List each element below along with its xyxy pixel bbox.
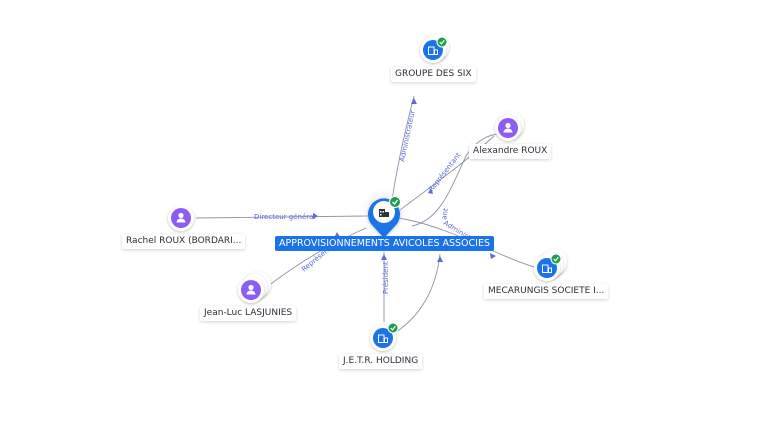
node-label-mecarungis[interactable]: MECARUNGIS SOCIETE I... <box>484 284 609 299</box>
center-node-label[interactable]: APPROVISIONNEMENTS AVICOLES ASSOCIES <box>275 236 495 251</box>
edge-arrow-jetr <box>381 254 387 260</box>
building-icon <box>378 334 388 343</box>
person-icon <box>176 212 186 223</box>
edge-rachel-roux <box>195 215 369 219</box>
edge-arrow-jetr-2 <box>437 256 443 262</box>
building-icon <box>542 264 552 273</box>
node-label-jetr-holding[interactable]: J.E.T.R. HOLDING <box>339 354 423 369</box>
edge-label-jetr: Président <box>382 261 390 294</box>
edge-alexandre-roux <box>399 135 495 211</box>
edge-arrow-rachel <box>313 213 318 219</box>
node-label-groupe-des-six[interactable]: GROUPE DES SIX <box>391 67 476 82</box>
verified-badge-icon <box>436 36 448 48</box>
edge-jetr-holding-2 <box>395 253 441 333</box>
person-icon <box>503 122 513 133</box>
node-groupe-des-six[interactable] <box>420 34 449 63</box>
node-jetr-holding[interactable] <box>370 322 399 351</box>
node-label-rachel-roux[interactable]: Rachel ROUX (BORDARI... <box>122 234 246 249</box>
edge-jean-luc <box>267 227 367 287</box>
node-jean-luc-lasjunies[interactable] <box>238 271 271 303</box>
building-icon <box>428 46 438 55</box>
center-node[interactable] <box>360 188 408 238</box>
edge-alexandre-roux-2 <box>411 133 501 227</box>
person-icon <box>246 284 256 295</box>
edge-label-alexandre: Représentant <box>427 151 462 193</box>
edge-arrow-mecarungis <box>490 253 496 259</box>
node-label-jean-luc-lasjunies[interactable]: Jean-Luc LASJUNIES <box>200 306 297 321</box>
edge-label-groupe: Administrateur <box>398 110 417 163</box>
node-label-alexandre-roux[interactable]: Alexandre ROUX <box>469 144 552 159</box>
node-mecarungis[interactable] <box>534 249 567 281</box>
verified-badge-icon <box>550 253 562 265</box>
building-icon <box>379 209 389 217</box>
verified-badge-icon <box>387 322 399 334</box>
edge-arrow-alexandre <box>428 188 433 194</box>
verified-badge-icon <box>389 196 401 208</box>
node-alexandre-roux[interactable] <box>495 112 524 141</box>
edge-label-rachel: Directeur général <box>254 213 315 221</box>
edge-arrow-groupe <box>411 98 417 104</box>
edge-label-mecarungis-2: ant <box>440 207 450 220</box>
node-rachel-roux[interactable] <box>168 205 194 231</box>
